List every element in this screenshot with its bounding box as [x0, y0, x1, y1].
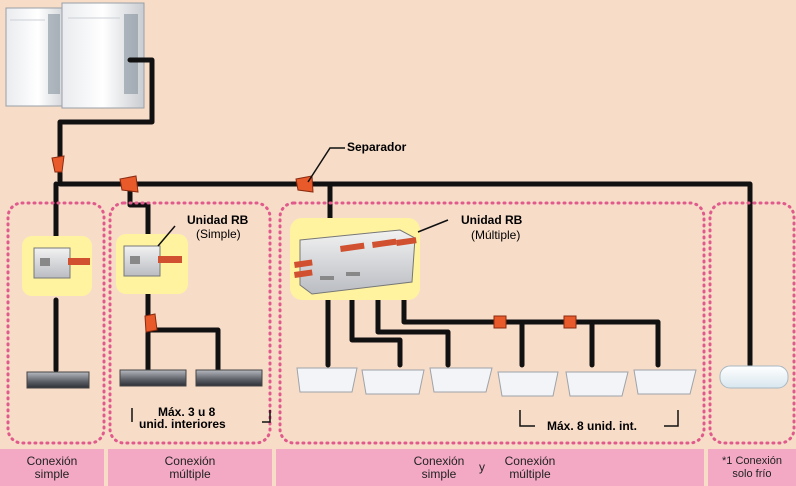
footer-cold-only-line1: *1 Conexión	[722, 455, 782, 467]
footer-cold-only: *1 Conexión solo frío	[708, 449, 796, 486]
separator-label: Separador	[347, 140, 407, 154]
ducted-indoor-unit-icon-1	[26, 371, 90, 389]
footer-simple: Conexión simple	[0, 449, 104, 486]
max-3-8-line1: Máx. 3 u 8	[158, 405, 216, 419]
max-8-label: Máx. 8 unid. int.	[547, 419, 638, 433]
cassette-units	[296, 367, 697, 397]
rb-unit-multiple-icon	[294, 229, 417, 295]
outdoor-unit-icon	[5, 2, 145, 109]
wall-unit-icon	[719, 365, 789, 389]
footer-mixed-left-line2: simple	[421, 467, 457, 481]
range-brackets	[131, 408, 679, 427]
rb-multiple-subtitle: (Múltiple)	[471, 228, 521, 242]
ducted-indoor-unit-icon-2	[119, 369, 187, 387]
rb-multiple-title: Unidad RB	[461, 213, 523, 227]
footer-mixed-left-line1: Conexión	[413, 454, 465, 468]
footer-multiple-line1: Conexión	[164, 454, 216, 468]
footer-mixed-left: Conexión simple	[404, 455, 474, 481]
rb-simple-title: Unidad RB	[187, 213, 249, 227]
footer-simple-line1: Conexión	[26, 454, 78, 468]
rb-simple-subtitle: (Simple)	[196, 227, 241, 241]
footer-cold-only-line2: solo frío	[732, 468, 772, 480]
footer-mixed-right-line2: múltiple	[509, 467, 551, 481]
rb-unit-simple-icon-2	[123, 245, 182, 277]
ducted-indoor-unit-icon-3	[195, 369, 263, 387]
footer-multiple: Conexión múltiple	[108, 449, 272, 486]
refrigerant-piping	[53, 57, 753, 373]
footer-mixed-right-line1: Conexión	[504, 454, 556, 468]
footer-mixed-right: Conexión múltiple	[490, 455, 570, 481]
rb-unit-simple-icon-1	[33, 247, 90, 279]
footer-mixed: Conexión simple y Conexión múltiple	[276, 449, 704, 486]
callout-leaders	[157, 147, 449, 247]
footer-multiple-line2: múltiple	[169, 467, 211, 481]
footer-mixed-joiner: y	[479, 460, 485, 474]
group-borders	[6, 201, 796, 445]
footer-simple-line2: simple	[34, 467, 70, 481]
max-3-8-line2: unid. interiores	[139, 417, 226, 431]
